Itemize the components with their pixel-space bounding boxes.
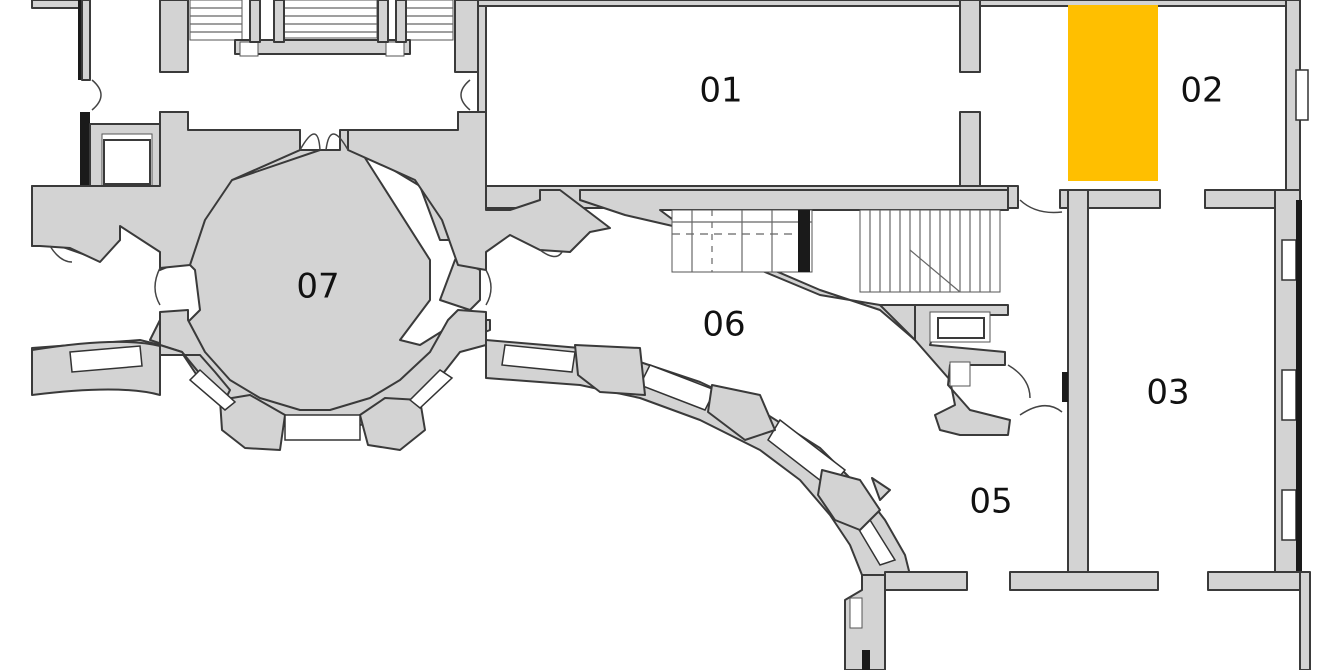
stair-block-top	[159, 0, 484, 73]
room-label-07: 07	[296, 267, 339, 307]
room-label-03: 03	[1146, 373, 1189, 413]
room-label-05: 05	[969, 482, 1012, 522]
room-label-01: 01	[699, 71, 742, 111]
stair-core	[579, 189, 1063, 436]
room-label-06: 06	[702, 305, 745, 345]
walls-right-block	[844, 189, 1311, 670]
curved-outer-wall	[31, 339, 911, 576]
highlight-area	[1068, 5, 1158, 181]
room-label-02: 02	[1180, 71, 1223, 111]
